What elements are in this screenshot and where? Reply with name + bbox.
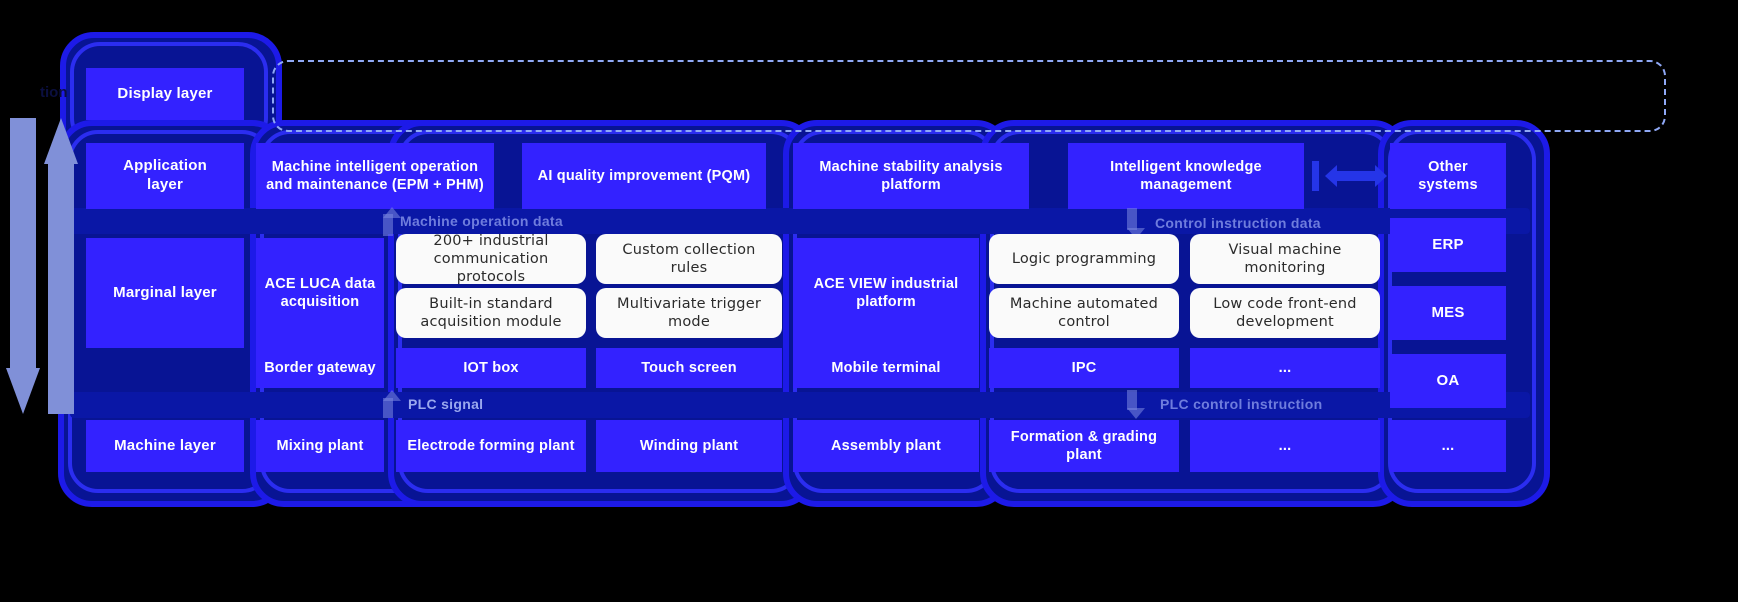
device-card-border-gateway[interactable]: Border gateway — [256, 348, 384, 388]
control-instruction-flow-stem — [1127, 208, 1137, 230]
connector-stub-left — [1312, 161, 1319, 191]
flow-label-plc-signal: PLC signal — [408, 396, 484, 412]
machine-card-assembly-plant[interactable]: Assembly plant — [793, 420, 979, 472]
platform-card-ace-view[interactable]: ACE VIEW industrial platform — [793, 238, 979, 348]
device-card-ipc[interactable]: IPC — [989, 348, 1179, 388]
flow-label-machine-operation-data: Machine operation data — [400, 213, 563, 229]
layer-label-application-line1: Application — [123, 157, 207, 175]
layer-label-application-line2: layer — [146, 176, 184, 193]
app-card-stability-analysis[interactable]: Machine stability analysis platform — [793, 143, 1029, 209]
machine-card-more[interactable]: ... — [1190, 420, 1380, 472]
side-card-erp[interactable]: ERP — [1390, 218, 1506, 272]
device-card-touch-screen[interactable]: Touch screen — [596, 348, 782, 388]
app-card-knowledge-management[interactable]: Intelligent knowledge management — [1068, 143, 1304, 209]
machine-card-winding-plant[interactable]: Winding plant — [596, 420, 782, 472]
channel-slab-upper — [70, 208, 1530, 234]
layer-label-marginal[interactable]: Marginal layer — [86, 238, 244, 348]
plc-signal-flow-arrow-icon — [383, 390, 401, 401]
device-card-mobile-terminal[interactable]: Mobile terminal — [793, 348, 979, 388]
layer-label-machine[interactable]: Machine layer — [86, 420, 244, 472]
down-flow-arrow — [6, 118, 40, 414]
bidirectional-link-icon — [1325, 164, 1387, 188]
flow-label-plc-control-instruction: PLC control instruction — [1160, 396, 1323, 412]
side-card-mes[interactable]: MES — [1390, 286, 1506, 340]
flow-label-control-instruction-data: Control instruction data — [1155, 215, 1321, 231]
app-card-other-systems[interactable]: Other systems — [1390, 143, 1506, 209]
marginal-card-protocols[interactable]: 200+ industrial communication protocols — [396, 233, 586, 285]
up-flow-arrow — [44, 118, 78, 414]
layer-label-application[interactable]: Application layer — [86, 143, 244, 209]
platform-card-ace-luca[interactable]: ACE LUCA data acquisition — [256, 238, 384, 348]
plc-control-flow-stem — [1127, 390, 1137, 410]
machine-card-formation-grading-plant[interactable]: Formation & grading plant — [989, 420, 1179, 472]
device-card-more[interactable]: ... — [1190, 348, 1380, 388]
plc-signal-flow-stem — [383, 398, 393, 418]
machine-card-mixing-plant[interactable]: Mixing plant — [256, 420, 384, 472]
control-instruction-flow-arrow-icon — [1127, 228, 1145, 239]
plc-control-flow-arrow-icon — [1127, 408, 1145, 419]
machine-operation-flow-arrow-icon — [383, 207, 401, 218]
app-card-pqm[interactable]: AI quality improvement (PQM) — [522, 143, 766, 209]
marginal-card-low-code-development[interactable]: Low code front-end development — [1190, 288, 1380, 338]
app-card-epm-phm[interactable]: Machine intelligent operation and mainte… — [256, 143, 494, 209]
marginal-card-visual-monitoring[interactable]: Visual machine monitoring — [1190, 234, 1380, 284]
layer-label-display[interactable]: Display layer — [86, 68, 244, 120]
marginal-card-logic-programming[interactable]: Logic programming — [989, 234, 1179, 284]
cut-off-label-fragment: tion — [40, 84, 68, 101]
channel-slab-lower — [70, 392, 1530, 418]
machine-operation-flow-stem — [383, 214, 393, 236]
device-card-iot-box[interactable]: IOT box — [396, 348, 586, 388]
marginal-card-trigger-mode[interactable]: Multivariate trigger mode — [596, 288, 782, 338]
marginal-card-automated-control[interactable]: Machine automated control — [989, 288, 1179, 338]
side-card-more[interactable]: ... — [1390, 420, 1506, 472]
marginal-card-collection-rules[interactable]: Custom collection rules — [596, 234, 782, 284]
machine-card-electrode-forming-plant[interactable]: Electrode forming plant — [396, 420, 586, 472]
side-card-oa[interactable]: OA — [1390, 354, 1506, 408]
marginal-card-acquisition-module[interactable]: Built-in standard acquisition module — [396, 288, 586, 338]
